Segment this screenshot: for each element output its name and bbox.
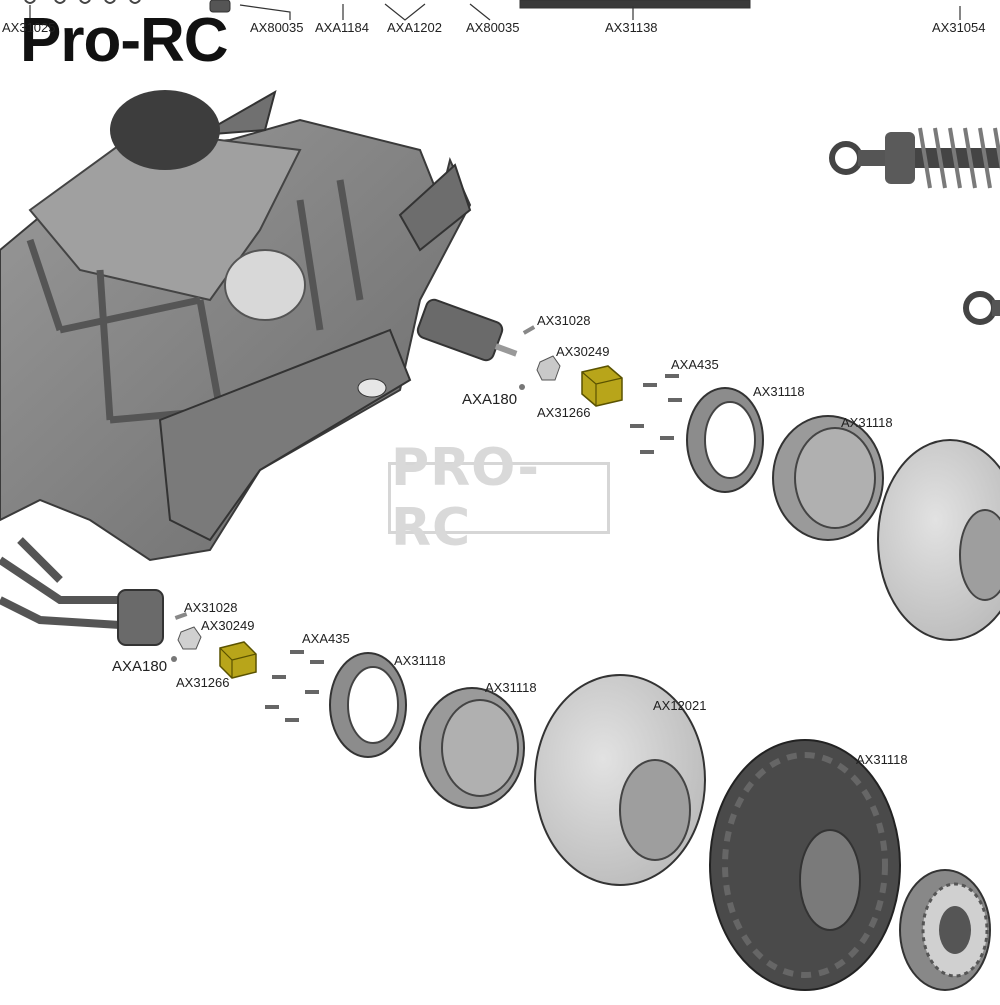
shock-spring <box>918 127 1000 189</box>
lower-beadlock-ring <box>329 652 407 758</box>
lower-label-tire: AX31118 <box>856 752 908 767</box>
side-fin <box>398 163 472 252</box>
upper-nut-ax30249 <box>536 355 561 381</box>
lower-nut-ax30249 <box>177 626 202 650</box>
lower-screws-axa435 <box>265 650 324 722</box>
rear-axle-pin <box>494 343 518 357</box>
rear-axle-stub <box>416 298 504 362</box>
upper-label-axa435: AXA435 <box>671 357 719 372</box>
second-shock-eyelet <box>963 291 1000 325</box>
top-label-4: AXA1202 <box>387 20 442 35</box>
lower-label-ax31028: AX31028 <box>184 600 238 615</box>
front-hub-carrier <box>117 589 164 646</box>
upper-screws-axa435 <box>630 374 682 454</box>
top-label-7: AX31054 <box>932 20 986 35</box>
shock-eyelet <box>829 141 863 175</box>
top-part-stub <box>209 0 231 13</box>
lower-pin-axa180 <box>171 656 177 662</box>
top-parts-strip <box>24 0 961 21</box>
upper-label-ax30249: AX30249 <box>556 344 610 359</box>
upper-pin-axa180 <box>519 384 525 390</box>
lower-pin-ax31028 <box>174 612 188 620</box>
upper-hex-hub-ax31266 <box>581 365 623 407</box>
top-label-3: AXA1184 <box>315 20 369 35</box>
lower-label-beadlock-ring: AX31118 <box>394 653 446 668</box>
spring-coils-top <box>24 0 141 4</box>
driver-helmet <box>224 249 306 321</box>
lower-label-foam-insert: AX12021 <box>653 698 707 713</box>
tire-behind-body <box>110 90 220 170</box>
lower-label-ax31266: AX31266 <box>176 675 230 690</box>
upper-label-axa180: AXA180 <box>462 391 518 408</box>
vehicle-chassis <box>0 89 518 646</box>
upper-label-ax31266: AX31266 <box>537 405 591 420</box>
upper-foam-insert <box>877 439 1000 641</box>
top-label-6: AX31138 <box>605 20 658 35</box>
lower-label-axa435: AXA435 <box>302 631 350 646</box>
watermark: PRO-RC <box>388 438 610 558</box>
lower-beadlock-wheel <box>899 869 991 991</box>
roll-cage <box>26 179 364 424</box>
lower-wheel-assembly <box>171 612 991 991</box>
lower-tire <box>709 739 901 991</box>
upper-wheel-assembly <box>519 325 1000 641</box>
top-long-part <box>519 0 751 9</box>
lower-foam-insert <box>534 674 706 886</box>
brand-logo: Pro-RC <box>20 6 229 75</box>
upper-beadlock-ring <box>686 387 764 493</box>
side-panel <box>158 328 412 542</box>
lower-wheel-rim <box>419 687 525 809</box>
top-label-2: AX80035 <box>250 20 304 35</box>
lower-label-wheel: AX31118 <box>485 680 537 695</box>
lower-label-axa180: AXA180 <box>112 658 168 675</box>
lower-hex-hub-ax31266 <box>219 641 257 679</box>
leader-lines-top <box>29 3 961 21</box>
tail-light <box>357 378 387 398</box>
upper-label-ax31028: AX31028 <box>537 313 591 328</box>
lower-label-ax30249: AX30249 <box>201 618 255 633</box>
upper-pin-ax31028 <box>522 325 536 335</box>
upper-label-beadlock-ring: AX31118 <box>753 384 805 399</box>
front-suspension <box>0 537 130 629</box>
top-label-5: AX80035 <box>466 20 520 35</box>
upper-label-wheel: AX31118 <box>841 415 893 430</box>
shock-absorber <box>829 127 1000 189</box>
top-label-1: AX31025 <box>2 20 56 35</box>
upper-wheel-rim <box>772 415 884 541</box>
